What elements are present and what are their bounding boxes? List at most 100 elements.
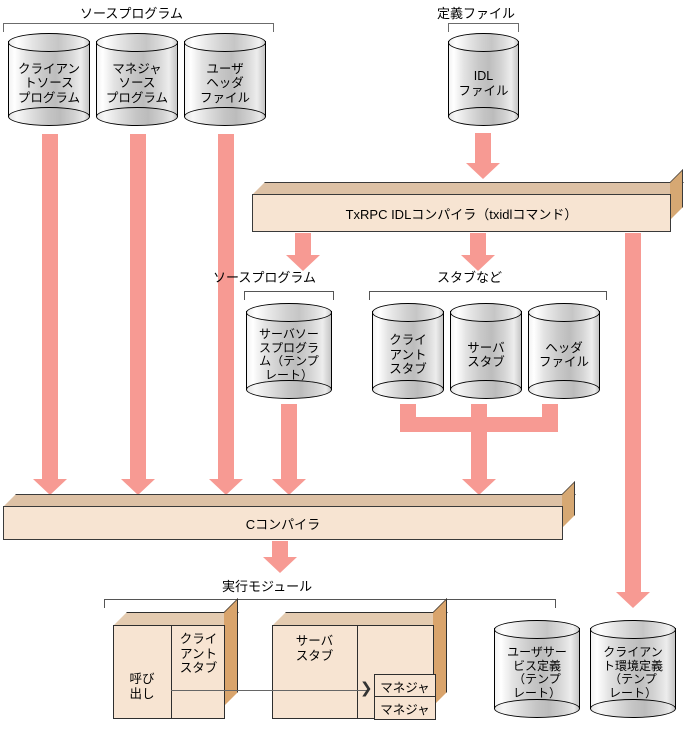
cylinder-label-line: ファイル: [538, 355, 589, 369]
cylinder-top: [450, 303, 522, 322]
bar-label: Cコンパイラ: [245, 516, 321, 532]
cylinder-label: サーバソー スプログラ ム（テンプ レート）: [246, 317, 332, 393]
bar-front-face: TxRPC IDLコンパイラ（txidlコマンド）: [252, 194, 671, 232]
call-connector-line: [171, 690, 369, 691]
module-client: 呼び 出し クライ アント スタブ: [113, 598, 239, 719]
cylinder-label-line: （テンプ: [513, 672, 561, 686]
cylinder-label-line: プログラム: [105, 90, 169, 105]
cylinder-client-source-program: クライアン トソース プログラム: [8, 33, 90, 126]
bracket-bar: [3, 23, 274, 24]
cylinder-body: [372, 311, 444, 390]
module-cell-line: クライ: [179, 632, 218, 646]
cylinder-label-line: ビス定義: [512, 658, 561, 673]
cylinder-label-line: ソース: [118, 76, 156, 91]
bar-front-face: Cコンパイラ: [3, 506, 563, 540]
cylinder-manager-source-program: マネジャ ソース プログラム: [96, 33, 178, 126]
cylinder-body: [246, 311, 332, 390]
group-label-stubs-etc: スタブなど: [437, 270, 503, 285]
merge-arrow-stem: [471, 432, 487, 479]
cylinder-server-stub: サーバ スタブ: [450, 303, 522, 399]
cylinder-label: マネジャ ソース プログラム: [96, 47, 178, 120]
cylinder-top: [448, 33, 519, 52]
arrow-user-header-to-c-compiler-head: [209, 479, 243, 495]
cylinder-bottom: [8, 107, 90, 126]
cylinder-label: ユーザサー ビス定義 （テンプ レート）: [494, 634, 580, 712]
cylinder-bottom: [450, 380, 522, 399]
cylinder-body: [184, 41, 266, 117]
cylinder-bottom: [96, 107, 178, 126]
cylinder-label-line: トソース: [24, 76, 74, 91]
arrow-user-header-to-c-compiler-shaft: [218, 134, 234, 479]
cylinder-label-line: ム（テンプ: [259, 354, 319, 368]
cylinder-top: [246, 303, 332, 322]
cylinder-label-line: スプログラ: [258, 340, 319, 355]
cylinder-user-service-definition-template: ユーザサー ビス定義 （テンプ レート）: [494, 620, 580, 718]
module-cell-line: 出し: [129, 686, 155, 701]
cylinder-label: クライアン トソース プログラム: [8, 47, 90, 120]
cylinder-body: [528, 311, 600, 390]
arrow-compiler-to-server-source-shaft: [295, 233, 311, 255]
bracket-bar: [104, 599, 556, 600]
cylinder-label-line: （テンプ: [609, 672, 657, 686]
cylinder-label-line: レート）: [264, 367, 313, 382]
cylinder-bottom: [184, 107, 266, 126]
module-front-face: [113, 625, 225, 719]
arrow-manager-source-to-c-compiler-head: [121, 479, 155, 495]
bracket-tick-right: [333, 291, 334, 300]
cylinder-label-line: クライ: [389, 333, 427, 348]
cylinder-top: [184, 33, 266, 52]
cylinder-body: [448, 41, 519, 117]
arrow-server-source-to-c-compiler-head: [272, 479, 306, 495]
call-arrow-icon: ❯: [360, 680, 373, 697]
bracket-tick-right: [273, 23, 274, 32]
module-top-face: [272, 612, 448, 626]
cylinder-server-source-program-template: サーバソー スプログラ ム（テンプ レート）: [246, 303, 332, 399]
module-server: サーバ スタブ マネジャ マネジャ: [272, 598, 448, 720]
bar-label: TxRPC IDLコンパイラ（txidlコマンド）: [345, 206, 578, 222]
cylinder-header-file: ヘッダ ファイル: [528, 303, 600, 399]
module-cell-line: アント: [179, 646, 217, 661]
cylinder-top: [8, 33, 90, 52]
manager-box-2: マネジャ: [374, 696, 436, 720]
cylinder-bottom: [494, 699, 580, 718]
cylinder-user-header-file: ユーザ ヘッダ ファイル: [184, 33, 266, 126]
cylinder-label-line: ファイル: [458, 83, 509, 98]
cylinder-label: サーバ スタブ: [450, 317, 522, 393]
bracket-definition-file: [448, 23, 519, 33]
cylinder-bottom: [528, 380, 600, 399]
cylinder-label-line: ファイル: [199, 90, 250, 105]
bracket-tick-right: [606, 291, 607, 300]
manager-label: マネジャ: [380, 680, 430, 695]
bar-side-face: [562, 481, 575, 528]
cylinder-label: ユーザ ヘッダ ファイル: [184, 47, 266, 120]
cylinder-label-line: ヘッダ: [206, 76, 244, 91]
cylinder-label-line: スタブ: [467, 355, 505, 369]
module-cell-call: 呼び 出し: [113, 672, 171, 701]
arrow-client-source-to-c-compiler-shaft: [42, 134, 58, 479]
cylinder-body: [96, 41, 178, 117]
merge-arrow-head: [462, 479, 496, 495]
cylinder-bottom: [372, 380, 444, 399]
arrow-client-source-to-c-compiler-head: [33, 479, 67, 495]
cylinder-label-line: ト環境定義: [602, 658, 663, 673]
cylinder-label-line: ユーザサー: [507, 645, 567, 659]
cylinder-top: [590, 620, 676, 639]
bar-txrpc-idl-compiler: TxRPC IDLコンパイラ（txidlコマンド）: [252, 169, 684, 232]
module-cell-line: 呼び: [129, 672, 155, 686]
cylinder-label-line: スタブ: [389, 362, 427, 377]
bracket-tick-left: [448, 23, 449, 32]
arrow-c-compiler-to-exec-module-shaft: [272, 541, 288, 557]
bracket-tick-right: [555, 599, 556, 608]
cylinder-label: ヘッダ ファイル: [528, 317, 600, 393]
cylinder-label-line: プログラム: [17, 90, 81, 105]
bracket-tick-left: [369, 291, 370, 300]
bracket-tick-left: [244, 291, 245, 300]
cylinder-label: クライ アント スタブ: [372, 317, 444, 393]
manager-box-1: マネジャ: [374, 674, 436, 698]
arrow-c-compiler-to-exec-module-head: [263, 557, 297, 573]
merge-arrow-horizontal-bar: [400, 417, 558, 432]
bar-c-compiler: Cコンパイラ: [3, 481, 576, 540]
cylinder-label-line: ヘッダ: [545, 340, 583, 355]
group-label-exec-module: 実行モジュール: [222, 579, 313, 594]
bracket-bar: [369, 291, 607, 292]
